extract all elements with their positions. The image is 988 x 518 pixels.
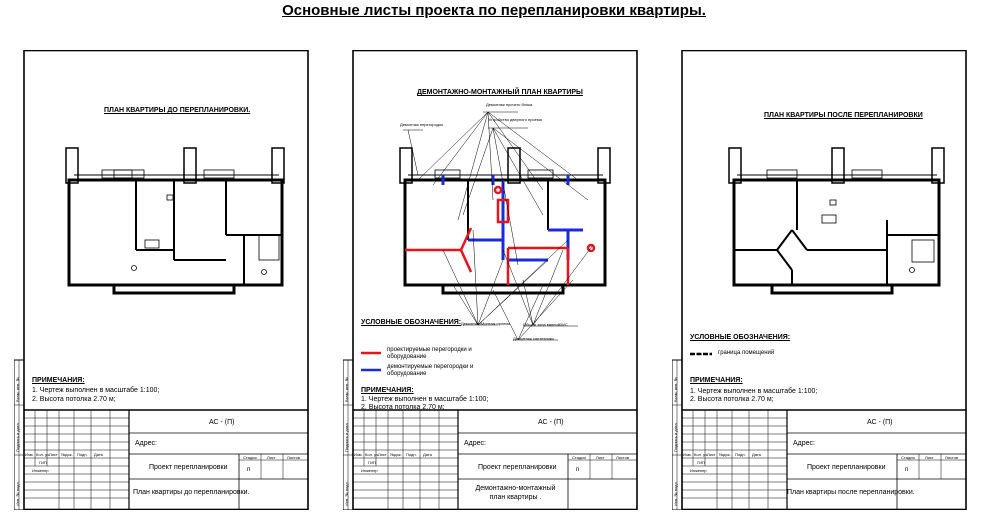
- rev-header-6: Дата: [752, 452, 761, 457]
- title-block: [682, 409, 966, 509]
- sheet-frame: [14, 50, 309, 510]
- stamp-sheet-name: Демонтажно-монтажный план квартиры .: [475, 485, 556, 501]
- side-label-1: Взам. инв. №: [15, 377, 20, 402]
- sheet-demolition: ДЕМОНТАЖНО-МОНТАЖНЫЙ ПЛАН КВАРТИРЫ: [343, 50, 638, 510]
- legend-boundary-text: граница помещений: [718, 350, 775, 356]
- note-2: 2. Высота потолка 2.70 м;: [32, 396, 116, 403]
- title-block: [353, 409, 637, 509]
- rev-header-5: Подп.: [406, 452, 417, 457]
- note-2: 2. Высота потолка 2.70 м;: [690, 396, 774, 403]
- stamp-code: АС - (П): [538, 419, 564, 426]
- notes-heading: ПРИМЕЧАНИЯ:: [32, 377, 85, 384]
- leader-label-7: Демонтаж сантехники: [513, 336, 554, 341]
- side-label-2: Подпись и дата: [15, 423, 20, 452]
- role-gip: ГИП: [368, 460, 376, 465]
- stamp-stage: п: [905, 467, 909, 473]
- notes-heading: ПРИМЕЧАНИЯ:: [690, 377, 743, 384]
- rev-header-4: №док.: [390, 452, 402, 457]
- sheet-after: ПЛАН КВАРТИРЫ ПОСЛЕ ПЕРЕПЛАНИРОВКИ: [672, 50, 967, 510]
- rev-header-6: Дата: [94, 452, 103, 457]
- stamp-address: Адрес:: [793, 440, 815, 447]
- leader-label-6: Общая зона ванной/WC: [523, 322, 568, 327]
- legend-demolished-text: демонтируемые перегородки и оборудование: [387, 364, 474, 377]
- stamp-code: АС - (П): [867, 419, 893, 426]
- note-2: 2. Высота потолка 2.70 м;: [361, 404, 445, 411]
- stamp-col-stage: Стадия: [572, 455, 586, 460]
- rev-header-5: Подп.: [77, 452, 88, 457]
- side-label-2: Подпись и дата: [673, 423, 678, 452]
- rev-header-3: Лист: [707, 452, 716, 457]
- role-engineer: Инженер: [32, 468, 49, 473]
- role-engineer: Инженер: [361, 468, 378, 473]
- rev-header-2: Кол. уч.: [694, 452, 709, 457]
- floor-plan-before: [65, 147, 285, 295]
- side-label-3: Инв. № подл.: [673, 481, 678, 506]
- rev-header-1: Изм.: [354, 452, 363, 457]
- stamp-sheet-name: План квартиры до перепланировки.: [133, 489, 250, 496]
- side-label-1: Взам. инв. №: [673, 377, 678, 402]
- stamp-col-sheets: Листов: [945, 455, 958, 460]
- note-1: 1. Чертеж выполнен в масштабе 1:100;: [361, 396, 489, 403]
- sheet-frame: [343, 50, 638, 510]
- leader-label-3: Устройство дверного проема: [488, 117, 542, 122]
- legend-heading: УСЛОВНЫЕ ОБОЗНАЧЕНИЯ:: [361, 319, 462, 326]
- stamp-sheet-name: План квартиры после перепланировки.: [787, 489, 915, 496]
- sheet-title: ПЛАН КВАРТИРЫ ДО ПЕРЕПЛАНИРОВКИ.: [104, 107, 251, 114]
- stamp-code: АС - (П): [209, 419, 235, 426]
- side-label-2: Подпись и дата: [344, 423, 349, 452]
- side-label-1: Взам. инв. №: [344, 377, 349, 402]
- floor-plan-after: [690, 147, 945, 356]
- stamp-col-sheets: Листов: [616, 455, 629, 460]
- rev-header-2: Кол. уч.: [365, 452, 380, 457]
- legend-proposed-text: проектируемые перегородки и оборудование: [387, 347, 472, 360]
- stamp-project: Проект перепланировки: [149, 464, 228, 471]
- stamp-stage: п: [247, 467, 251, 473]
- floor-plan-demolition: [361, 111, 611, 372]
- leader-label-2: Демонтаж перегородок: [400, 122, 444, 127]
- stamp-col-sheets: Листов: [287, 455, 300, 460]
- note-1: 1. Чертеж выполнен в масштабе 1:100;: [32, 387, 160, 394]
- leader-label-1: Демонтаж прочего блока: [486, 102, 533, 107]
- stamp-address: Адрес:: [135, 440, 157, 447]
- leader-label-5: Демонтаж/Монтаж проема: [461, 321, 511, 326]
- stamp-col-stage: Стадия: [901, 455, 915, 460]
- rev-header-5: Подп.: [735, 452, 746, 457]
- role-gip: ГИП: [39, 460, 47, 465]
- notes-heading: ПРИМЕЧАНИЯ:: [361, 387, 414, 394]
- rev-header-4: №док.: [61, 452, 73, 457]
- rev-header-3: Лист: [378, 452, 387, 457]
- stamp-stage: п: [576, 467, 580, 473]
- stamp-col-sheet: Лист: [596, 455, 605, 460]
- rev-header-3: Лист: [49, 452, 58, 457]
- sheet-title: ПЛАН КВАРТИРЫ ПОСЛЕ ПЕРЕПЛАНИРОВКИ: [764, 112, 923, 119]
- sheet-title: ДЕМОНТАЖНО-МОНТАЖНЫЙ ПЛАН КВАРТИРЫ: [417, 89, 583, 96]
- sheet-before: ПЛАН КВАРТИРЫ ДО ПЕРЕПЛАНИРОВКИ.: [14, 50, 309, 510]
- stamp-col-sheet: Лист: [267, 455, 276, 460]
- stamp-col-sheet: Лист: [925, 455, 934, 460]
- stamp-col-stage: Стадия: [243, 455, 257, 460]
- stamp-project: Проект перепланировки: [478, 464, 557, 471]
- side-label-3: Инв. № подл.: [344, 481, 349, 506]
- legend-heading: УСЛОВНЫЕ ОБОЗНАЧЕНИЯ:: [690, 334, 791, 341]
- note-1: 1. Чертеж выполнен в масштабе 1:100;: [690, 388, 818, 395]
- rev-header-4: №док.: [719, 452, 731, 457]
- side-label-3: Инв. № подл.: [15, 481, 20, 506]
- page-title: Основные листы проекта по перепланировки…: [282, 2, 706, 19]
- role-gip: ГИП: [697, 460, 705, 465]
- rev-header-1: Изм.: [25, 452, 34, 457]
- rev-header-1: Изм.: [683, 452, 692, 457]
- rev-header-6: Дата: [423, 452, 432, 457]
- stamp-project: Проект перепланировки: [807, 464, 886, 471]
- rev-header-2: Кол. уч.: [36, 452, 51, 457]
- role-engineer: Инженер: [690, 468, 707, 473]
- stamp-address: Адрес:: [464, 440, 486, 447]
- sheet-frame: [672, 50, 967, 510]
- title-block: [24, 409, 308, 509]
